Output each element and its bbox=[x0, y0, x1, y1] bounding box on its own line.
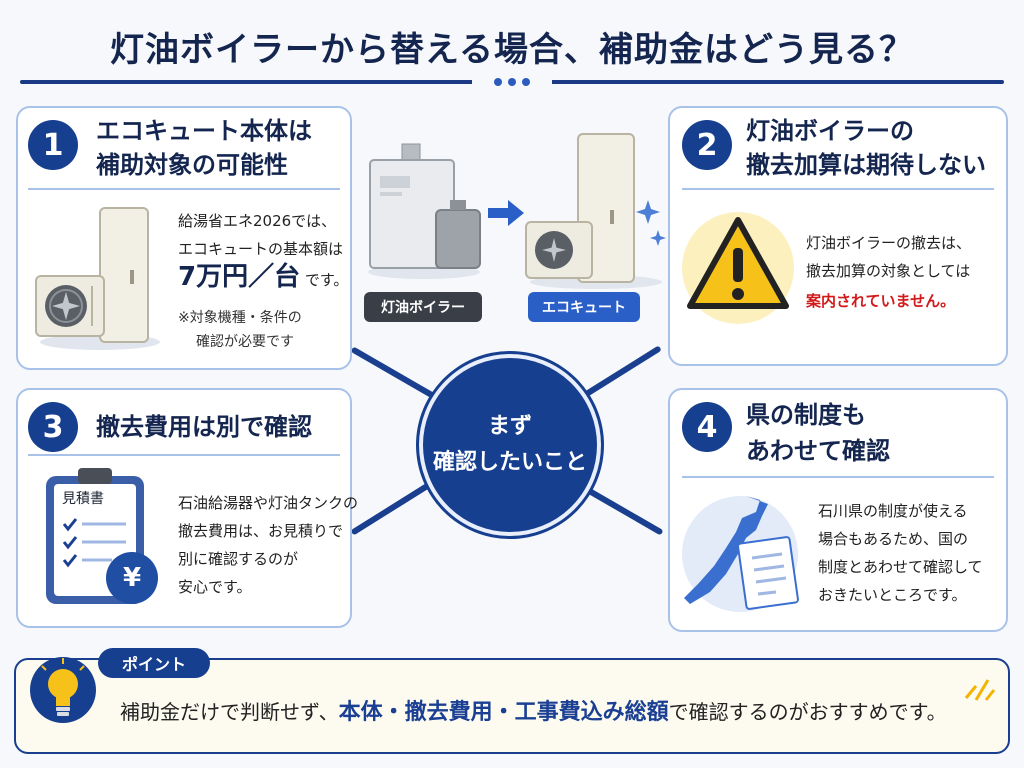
card-2-number: 2 bbox=[682, 120, 732, 170]
card-1-number: 1 bbox=[28, 120, 78, 170]
card-2-title-line2: 撤去加算は期待しない bbox=[746, 151, 986, 179]
kerosene-boiler-icon bbox=[368, 143, 481, 279]
warning-icon bbox=[682, 212, 794, 324]
card-2-text-emphasis: 案内されていません。 bbox=[806, 292, 956, 310]
card-3-text-line1: 石油給湯器や灯油タンクの bbox=[178, 494, 359, 512]
card-2-text-line1: 灯油ボイラーの撤去は、 bbox=[806, 234, 972, 252]
card-2-text-line2: 撤去加算の対象としては bbox=[806, 262, 971, 280]
point-tag: ポイント bbox=[98, 648, 210, 678]
point-text: 補助金だけで判断せず、本体・撤去費用・工事費込み総額で確認するのがおすすめです。 bbox=[120, 694, 947, 731]
lightbulb-icon bbox=[30, 657, 96, 723]
to-label: エコキュート bbox=[528, 292, 640, 322]
card-4-text-line2: 場合もあるため、国の bbox=[818, 530, 969, 548]
card-1-text-line1: 給湯省エネ2026では、 bbox=[178, 212, 337, 230]
card-3-title: 撤去費用は別で確認 bbox=[96, 413, 312, 441]
hub-line1: まず bbox=[487, 414, 532, 439]
ecocute-unit-icon bbox=[35, 207, 160, 350]
card-1-title-line2: 補助対象の可能性 bbox=[96, 151, 288, 179]
card-3-text-line4: 安心です。 bbox=[178, 578, 252, 596]
sparkle-icon bbox=[964, 679, 996, 701]
card-4-number: 4 bbox=[682, 402, 732, 452]
card-1-divider bbox=[28, 188, 340, 190]
card-4-text-line1: 石川県の制度が使える bbox=[818, 502, 968, 520]
card-1-note-line1: ※対象機種・条件の bbox=[178, 310, 302, 326]
subsidy-amount: 7万円／台 bbox=[178, 262, 301, 292]
title-dots bbox=[472, 75, 552, 89]
subsidy-amount-suffix: です。 bbox=[304, 271, 349, 289]
ishikawa-map-document-icon bbox=[682, 496, 799, 612]
card-1-title-line1: エコキュート本体は bbox=[96, 117, 312, 145]
point-text-after: で確認するのがおすすめです。 bbox=[668, 700, 947, 724]
card-1-note-line2: 確認が必要です bbox=[196, 334, 294, 350]
card-1-amount-row: 7万円／台 です。 bbox=[178, 262, 348, 295]
card-3-text-line3: 別に確認するのが bbox=[178, 550, 299, 568]
estimate-doc-label: 見積書 bbox=[62, 491, 104, 507]
yen-icon: ¥ bbox=[122, 563, 142, 593]
hub-line2: 確認したいこと bbox=[432, 450, 587, 475]
page-title: 灯油ボイラーから替える場合、補助金はどう見る？ bbox=[110, 30, 914, 70]
spoke-bottom-left bbox=[350, 477, 439, 536]
hub-circle: まず 確認したいこと bbox=[419, 354, 601, 536]
ecocute-system-icon bbox=[525, 133, 666, 289]
card-4-divider bbox=[682, 476, 994, 478]
card-3-number: 3 bbox=[28, 402, 78, 452]
card-1-text-line2: エコキュートの基本額は bbox=[178, 240, 344, 258]
card-4-title-line2: あわせて確認 bbox=[746, 437, 890, 465]
card-4-title-line1: 県の制度も bbox=[746, 401, 866, 429]
point-text-emphasis: 本体・撤去費用・工事費込み総額 bbox=[338, 700, 669, 725]
estimate-document-icon: 見積書 ¥ bbox=[42, 466, 158, 610]
from-label: 灯油ボイラー bbox=[364, 292, 482, 322]
card-2-title-line1: 灯油ボイラーの bbox=[746, 117, 914, 145]
card-3-text-line2: 撤去費用は、お見積りで bbox=[178, 522, 344, 540]
card-4-text-line4: おきたいところです。 bbox=[818, 586, 967, 604]
card-3-divider bbox=[28, 454, 340, 456]
card-4-text-line3: 制度とあわせて確認して bbox=[818, 558, 983, 576]
card-2-divider bbox=[682, 188, 994, 190]
point-text-before: 補助金だけで判断せず、 bbox=[120, 700, 339, 724]
arrow-right-icon bbox=[488, 200, 524, 226]
